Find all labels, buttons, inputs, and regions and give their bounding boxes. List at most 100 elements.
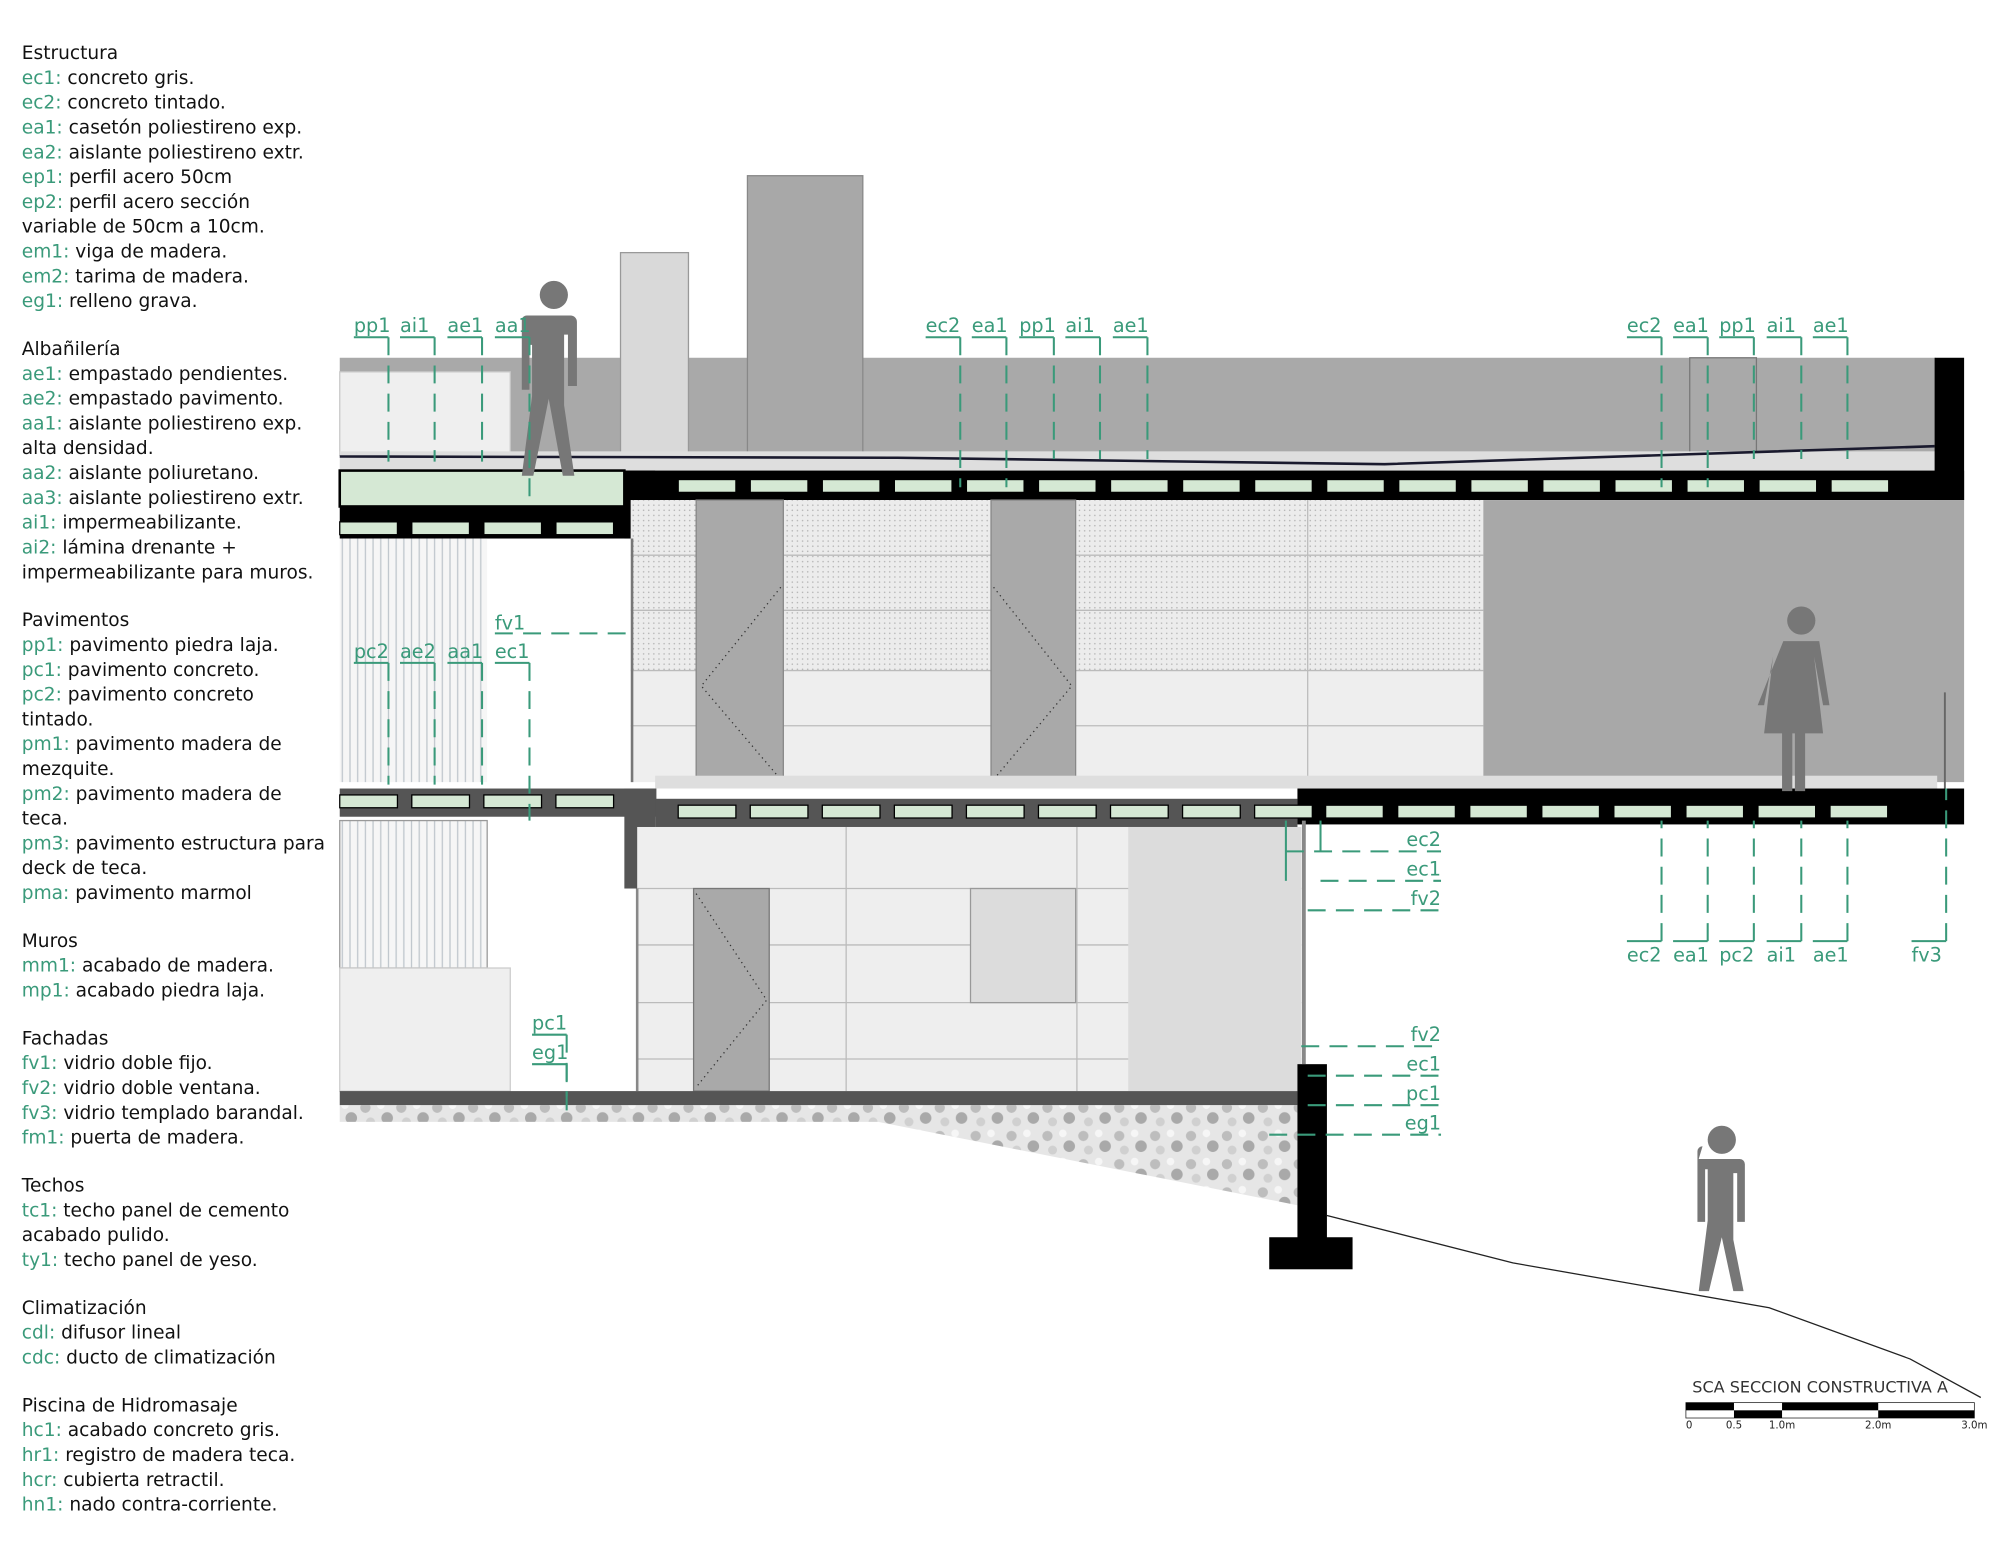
upper-door-1[interactable] [695,499,784,783]
legend-code: fv3: [22,1103,64,1124]
legend-desc: aislante poliuretano. [69,463,259,484]
legend-desc: pavimento madera de [76,734,282,755]
upper-door-2[interactable] [990,499,1077,783]
legend-desc: impermeabilizante para muros. [22,562,314,583]
legend-item: pma: pavimento marmol [22,883,252,904]
legend-item: hcr: cubierta retractil. [22,1470,225,1491]
callout-label: ai1 [1767,944,1796,967]
legend-code: ai2: [22,537,63,558]
insulation-coffer [965,804,1025,819]
legend-code: ae2: [22,389,69,410]
legend-desc: deck de teca. [22,858,147,879]
legend-desc: alta densidad. [22,438,154,459]
insulation-coffer [893,478,953,494]
legend-desc: empastado pendientes. [69,364,289,385]
legend-desc: relleno grava. [69,291,198,312]
legend-section-title: Pavimentos [22,610,130,631]
callout-label: pc2 [354,640,389,663]
roof-coffers [339,478,1890,536]
insulation-coffer [1686,478,1746,494]
insulation-coffer [1325,804,1384,819]
legend-item: tc1: techo panel de cemento [22,1200,290,1221]
legend-code: pm1: [22,734,76,755]
insulation-coffer [411,521,471,536]
legend-item: aa2: aislante poliuretano. [22,463,259,484]
gravel-fill [339,1105,1298,1206]
insulation-coffer [339,794,399,809]
legend-code: em2: [22,266,76,287]
legend-item: alta densidad. [22,438,154,459]
legend-desc: aislante poliestireno extr. [69,488,304,509]
legend-code: mp1: [22,981,76,1002]
legend-item: pc2: pavimento concreto [22,685,254,706]
insulation-coffer [1829,804,1889,819]
lower-door[interactable] [692,887,770,1092]
legend-section-title: Techos [21,1176,85,1197]
insulation-coffer [821,804,881,819]
legend-item: variable de 50cm a 10cm. [22,217,265,238]
legend-code: mm1: [22,956,82,977]
lower-left-wall [339,967,511,1092]
legend-section-title: Climatización [22,1298,147,1319]
legend-item: ai1: impermeabilizante. [22,513,242,534]
legend-section-title: Muros [22,931,78,952]
callout-label: pc2 [1719,944,1754,967]
legend-item: pm3: pavimento estructura para [22,833,325,854]
legend-item: ep1: perfil acero 50cm [22,167,232,188]
person-walking-icon-2 [1697,1125,1745,1292]
legend-desc: vidrio templado barandal. [63,1103,303,1124]
legend-item: teca. [22,809,68,830]
legend-desc: aislante poliestireno extr. [69,142,304,163]
legend-desc: empastado pavimento. [69,389,284,410]
roof-terrace-wall-left [339,371,511,456]
insulation-coffer [1326,478,1386,494]
legend-desc: casetón poliestireno exp. [69,117,303,138]
legend-desc: pavimento piedra laja. [69,635,278,656]
legend-code: ea1: [22,117,69,138]
legend-code: ec1: [22,68,68,89]
callout-label: pc1 [532,1012,567,1035]
legend-code: ep2: [22,192,69,213]
scale-bar-segment [1782,1402,1879,1411]
roof-volume-tall [746,175,864,456]
callout-label: ec1 [1406,1053,1441,1076]
legend-desc: tintado. [22,709,94,730]
legend-item: deck de teca. [22,858,147,879]
callout-label: ec1 [495,640,530,663]
section-title: SCA SECCION CONSTRUCTIVA A [1692,1377,1948,1396]
ground-slab [339,1091,1298,1106]
legend-item: pm2: pavimento madera de [22,784,282,805]
legend-desc: perfil acero 50cm [69,167,232,188]
legend-code: hr1: [22,1445,65,1466]
callout-label: ai1 [1065,314,1094,337]
scale-bar-segment [1878,1410,1975,1419]
callout-label: ae1 [447,314,483,337]
insulation-coffer [893,804,953,819]
person-standing-woman-icon [1757,606,1830,792]
legend-code: aa2: [22,463,69,484]
legend-code: em1: [22,242,76,263]
roof-slope-line [339,444,1935,466]
insulation-coffer [1397,804,1457,819]
insulation-coffer [339,521,399,536]
legend-desc: puerta de madera. [70,1128,244,1149]
callout-label: ai1 [1767,314,1796,337]
parapet-right-wall [1934,357,1965,501]
legend-code: ec2: [22,93,68,114]
legend-desc: pavimento estructura para [76,833,325,854]
scale-tick-label: 0.5 [1726,1419,1742,1431]
legend-item: cdl: difusor lineal [22,1323,181,1344]
legend-code: ty1: [22,1250,64,1271]
callout-label: ec2 [1406,828,1441,851]
legend-section-title: Estructura [22,43,118,64]
legend-desc: mezquite. [22,759,115,780]
lower-left-glazing [339,819,488,969]
legend-desc: cubierta retractil. [63,1470,224,1491]
callout-label: ec2 [1627,944,1662,967]
legend-desc: pavimento marmol [75,883,252,904]
insulation-coffer [1542,478,1602,494]
legend-item: ea2: aislante poliestireno extr. [22,142,304,163]
callout-label: ea1 [972,314,1008,337]
legend-desc: ducto de climatización [66,1347,276,1368]
